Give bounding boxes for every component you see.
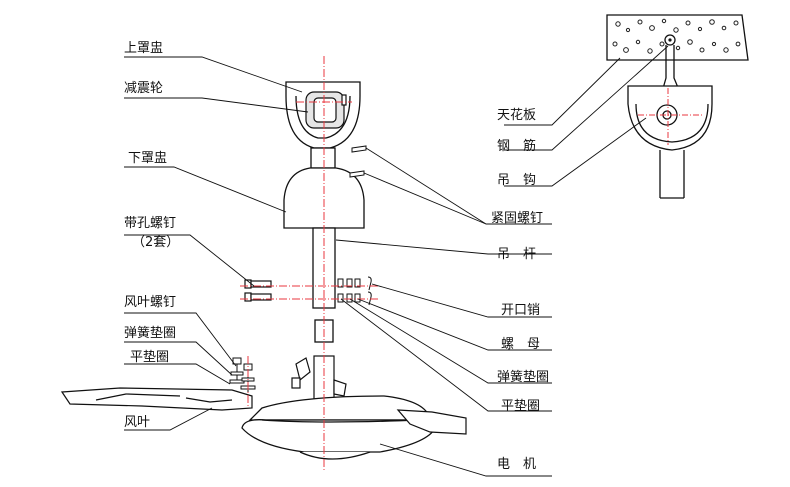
label-nut: 螺 母 bbox=[501, 337, 540, 352]
motor-shaft bbox=[291, 355, 347, 403]
rebar bbox=[664, 34, 676, 46]
label-spring-washer-left: 弹簧垫圈 bbox=[124, 325, 176, 341]
label-cotter-pin: 开口销 bbox=[501, 303, 540, 318]
label-rebar: 钢 筋 bbox=[497, 138, 536, 154]
lower-cover bbox=[283, 167, 365, 229]
assembly-centerlines bbox=[240, 56, 380, 470]
left-blade bbox=[60, 387, 253, 411]
ceiling-slab bbox=[606, 14, 749, 61]
label-upper-cover: 上罩盅 bbox=[124, 41, 163, 56]
label-blade: 风叶 bbox=[124, 415, 150, 430]
label-hook: 吊 钩 bbox=[497, 173, 536, 188]
right-blade bbox=[396, 409, 467, 435]
rod-fasteners bbox=[337, 276, 372, 306]
label-rod: 吊 杆 bbox=[497, 247, 536, 262]
set-screws bbox=[349, 145, 367, 178]
rod-upper bbox=[310, 147, 336, 169]
hole-bolts bbox=[244, 279, 272, 302]
motor bbox=[241, 395, 435, 460]
label-lower-cover: 下罩盅 bbox=[128, 151, 167, 166]
label-ceiling: 天花板 bbox=[497, 107, 536, 123]
label-hole-bolt: 带孔螺钉 bbox=[124, 216, 176, 231]
label-set-screw: 紧固螺钉 bbox=[491, 211, 543, 226]
damper-wheel bbox=[305, 91, 347, 129]
label-spring-washer-right: 弹簧垫圈 bbox=[497, 369, 549, 385]
label-flat-washer-left: 平垫圈 bbox=[130, 349, 169, 365]
label-blade-screw: 风叶螺钉 bbox=[124, 295, 176, 310]
ceiling-hook-cup bbox=[627, 85, 713, 199]
label-hole-bolt-qty: （2套） bbox=[132, 234, 179, 250]
label-damper-wheel: 减震轮 bbox=[124, 81, 163, 96]
label-motor: 电 机 bbox=[497, 457, 536, 472]
ceiling-centerline bbox=[638, 88, 702, 145]
leader-lines bbox=[124, 45, 669, 477]
label-flat-washer-right: 平垫圈 bbox=[501, 398, 540, 414]
